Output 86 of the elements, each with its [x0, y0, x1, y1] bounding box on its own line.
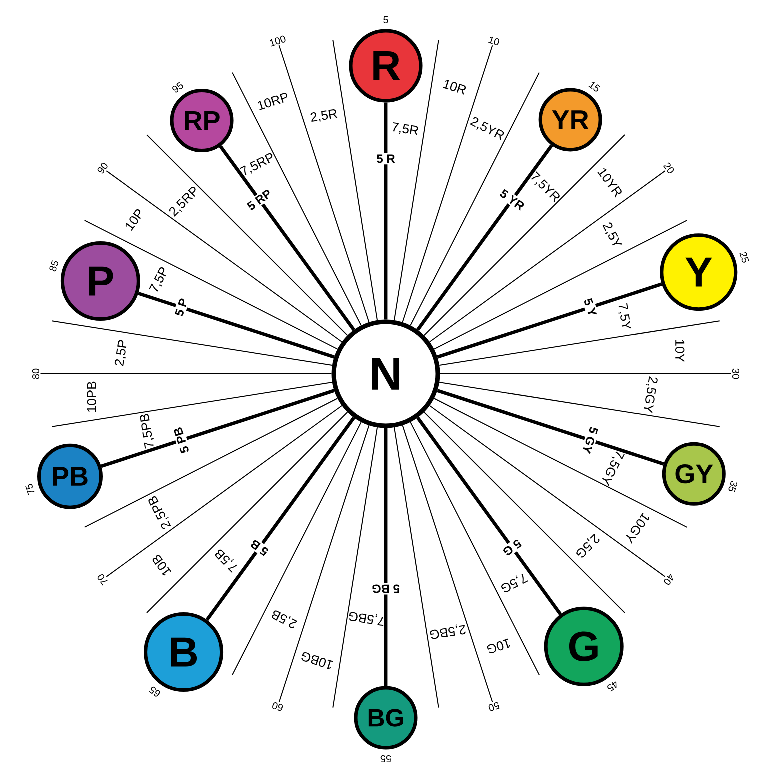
hue-number: 90 — [98, 163, 108, 174]
radial-line — [146, 134, 348, 336]
radial-line — [394, 40, 440, 321]
hue-number: 85 — [50, 260, 58, 272]
edge-label: 5 R — [375, 153, 397, 165]
hue-number: 20 — [663, 162, 674, 174]
edge-label: 5 P — [172, 296, 190, 320]
edge-label: 7,5P — [149, 267, 166, 292]
spoke-line — [416, 416, 562, 616]
edge-label: 10P — [126, 209, 142, 232]
hue-number: 25 — [740, 252, 750, 263]
edge-label: 2,5B — [272, 610, 298, 628]
edge-label: 2,5R — [310, 110, 338, 122]
spoke-line — [206, 416, 356, 622]
radial-line — [278, 45, 370, 323]
radial-line — [424, 134, 626, 336]
hue-number: 50 — [488, 702, 500, 712]
hue-number: 70 — [98, 574, 108, 586]
radial-line — [52, 382, 333, 428]
hue-number: 30 — [732, 368, 740, 380]
hue-number: 40 — [664, 574, 674, 585]
hue-number: 55 — [380, 756, 392, 762]
radial-line — [146, 412, 348, 614]
hue-number: 5 — [384, 16, 388, 24]
edge-label: 10G — [487, 638, 510, 654]
edge-label: 7,5R — [393, 122, 418, 136]
radial-line — [332, 427, 378, 708]
radial-line — [232, 72, 362, 326]
radial-line — [429, 170, 666, 343]
radial-line — [434, 220, 688, 350]
radial-line — [439, 320, 720, 366]
radial-line — [424, 412, 626, 614]
radial-line — [278, 425, 370, 703]
radial-line — [394, 427, 440, 708]
spoke-line — [437, 389, 664, 466]
spoke-line — [100, 389, 335, 468]
edge-label: 2,5Y — [602, 222, 623, 246]
spoke-line — [437, 282, 663, 359]
radial-line — [410, 72, 540, 326]
radial-line — [429, 405, 666, 578]
edge-label: 10B — [152, 555, 172, 576]
hue-number: 10 — [488, 36, 500, 46]
edge-label: 2,5BG — [430, 624, 466, 640]
edge-label: 5 RP — [244, 186, 275, 214]
radial-line — [106, 170, 343, 343]
radial-line — [106, 405, 343, 578]
edge-label: 5 BG — [370, 583, 402, 595]
edge-label: 5 YR — [497, 186, 528, 214]
radial-line — [410, 422, 540, 676]
radial-line — [84, 398, 338, 528]
edge-label: 2,5GY — [644, 376, 658, 414]
edge-label: 10BG — [302, 652, 334, 670]
hue-number: 35 — [728, 481, 738, 492]
spoke-line — [138, 292, 335, 359]
edge-label: 7,5PB — [140, 414, 154, 449]
edge-label: 10Y — [676, 340, 685, 362]
hue-number: 80 — [32, 368, 40, 380]
hue-number: 100 — [270, 36, 286, 47]
hue-number: 60 — [272, 702, 284, 712]
spoke-line — [219, 145, 356, 332]
spoke-line — [384, 428, 388, 686]
radial-line — [232, 422, 362, 676]
radial-line — [402, 425, 494, 703]
edge-label: 10RP — [258, 93, 288, 110]
radial-line — [332, 40, 378, 321]
edge-label: 7,5Y — [618, 303, 632, 329]
edge-label: 7,5G — [501, 574, 528, 592]
radial-line — [84, 220, 338, 350]
radial-line — [52, 320, 333, 366]
hue-number: 95 — [172, 82, 184, 93]
hue-number: 75 — [26, 484, 35, 496]
hue-number: 65 — [149, 686, 160, 697]
radial-line — [439, 382, 720, 428]
edge-label: 5 G — [500, 536, 525, 560]
edge-label: 5 PB — [172, 424, 192, 456]
edge-label: 10R — [443, 80, 466, 95]
spoke-line — [384, 102, 388, 320]
edge-label: 5 Y — [582, 296, 600, 320]
edge-label: 7,5BG — [349, 612, 384, 626]
radial-line — [434, 398, 688, 528]
edge-label: 10PB — [87, 382, 96, 412]
radial-line — [402, 45, 494, 323]
edge-label: 5 GY — [580, 424, 601, 457]
edge-label: 5 B — [248, 536, 272, 559]
spoke-line — [416, 144, 554, 332]
edge-label: 2,5P — [114, 340, 127, 366]
